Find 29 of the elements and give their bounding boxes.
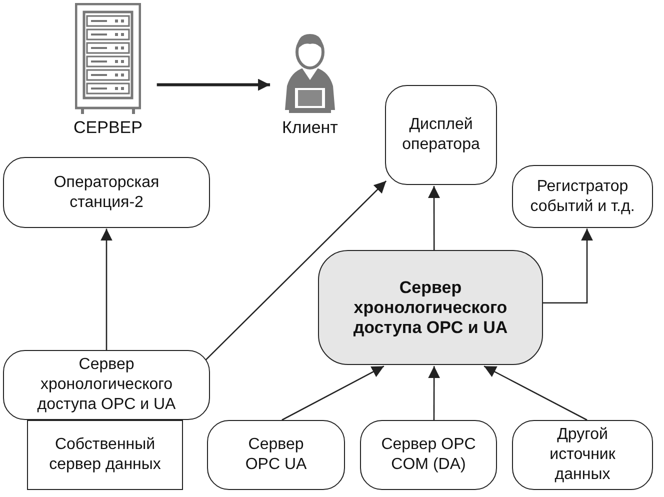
process-box bbox=[3, 157, 210, 228]
process-box bbox=[385, 85, 497, 185]
node-text: Сервер OPC UA bbox=[244, 435, 308, 475]
node-text: Собственный сервер данных bbox=[48, 435, 162, 475]
process-box bbox=[512, 420, 653, 490]
arrow bbox=[282, 366, 384, 421]
node-text: Дисплей оператора bbox=[401, 115, 481, 155]
process-box bbox=[360, 420, 497, 490]
process-box bbox=[512, 165, 653, 228]
arrow bbox=[100, 228, 112, 350]
process-box bbox=[207, 420, 345, 490]
node-caption: СЕРВЕР bbox=[72, 118, 144, 138]
node-text: Операторская станция-2 bbox=[52, 172, 160, 212]
highlighted-process-box bbox=[318, 250, 543, 365]
node-text: Сервер OPC COM (DA) bbox=[380, 435, 477, 475]
arrow bbox=[205, 180, 387, 360]
node-caption: Клиент bbox=[281, 118, 339, 138]
node-text: Сервер хронологического доступа OPC и UA bbox=[36, 355, 177, 415]
arrow bbox=[484, 366, 588, 421]
data-box bbox=[27, 420, 183, 490]
arrow bbox=[543, 228, 593, 304]
node-text: Сервер хронологического доступа OPC и UA bbox=[352, 278, 509, 338]
arrow bbox=[428, 366, 440, 420]
arrow bbox=[156, 78, 270, 91]
process-box bbox=[3, 350, 210, 420]
node-text: Регистратор событий и т.д. bbox=[529, 176, 636, 216]
arrow bbox=[428, 186, 440, 250]
server-rack-icon bbox=[75, 3, 141, 115]
node-text: Другой источник данных bbox=[548, 425, 616, 485]
